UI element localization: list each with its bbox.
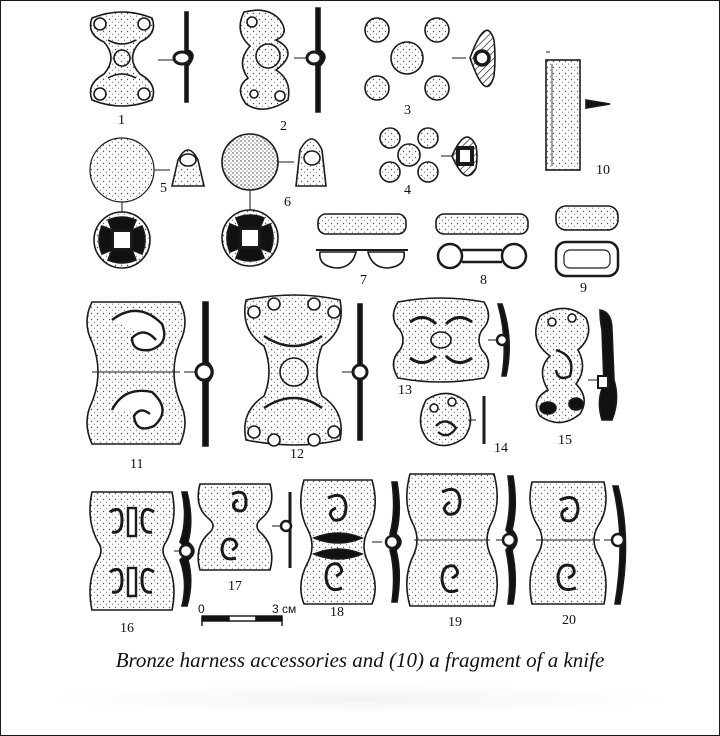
label-14: 14: [494, 441, 508, 456]
label-15: 15: [558, 433, 572, 448]
label-12: 12: [290, 447, 304, 462]
artifact-17: [197, 483, 293, 571]
artifact-2: [239, 7, 326, 113]
artifact-19: [406, 473, 518, 607]
scale-bar: [201, 615, 283, 626]
label-2: 2: [280, 119, 287, 134]
artifact-15: [534, 307, 618, 424]
page-shadow: [40, 684, 680, 714]
label-18: 18: [330, 605, 344, 620]
artifact-9: [554, 205, 620, 278]
label-7: 7: [360, 273, 367, 288]
scale-start-label: 0: [198, 602, 205, 616]
figure-caption: Bronze harness accessories and (10) a fr…: [115, 648, 605, 672]
label-6: 6: [284, 195, 291, 210]
label-8: 8: [480, 273, 487, 288]
artifact-20: [529, 481, 627, 605]
artifact-12: [244, 294, 369, 447]
label-10: 10: [596, 163, 610, 178]
artifact-7: [316, 213, 408, 269]
artifact-6: [221, 133, 327, 267]
scale-end-label: 3 см: [272, 602, 297, 616]
artifact-18: [300, 479, 402, 605]
label-3: 3: [404, 103, 411, 118]
label-9: 9: [580, 281, 587, 296]
artifact-11: [86, 301, 214, 447]
label-16: 16: [120, 621, 134, 636]
artifact-3: [364, 17, 496, 101]
artifact-1: [89, 11, 194, 107]
artifact-8: [435, 213, 529, 270]
label-1: 1: [118, 113, 125, 128]
label-11: 11: [130, 457, 144, 472]
label-17: 17: [228, 579, 242, 594]
label-5: 5: [160, 181, 167, 196]
artifact-14: [419, 392, 486, 447]
label-20: 20: [562, 613, 576, 628]
label-13: 13: [398, 383, 412, 398]
artifact-5: [89, 137, 206, 269]
artifact-10: [545, 51, 611, 171]
artifact-4: [379, 127, 478, 183]
label-4: 4: [404, 183, 411, 198]
label-19: 19: [448, 615, 462, 630]
artifact-16: [89, 491, 195, 611]
artifact-13: [392, 297, 510, 383]
